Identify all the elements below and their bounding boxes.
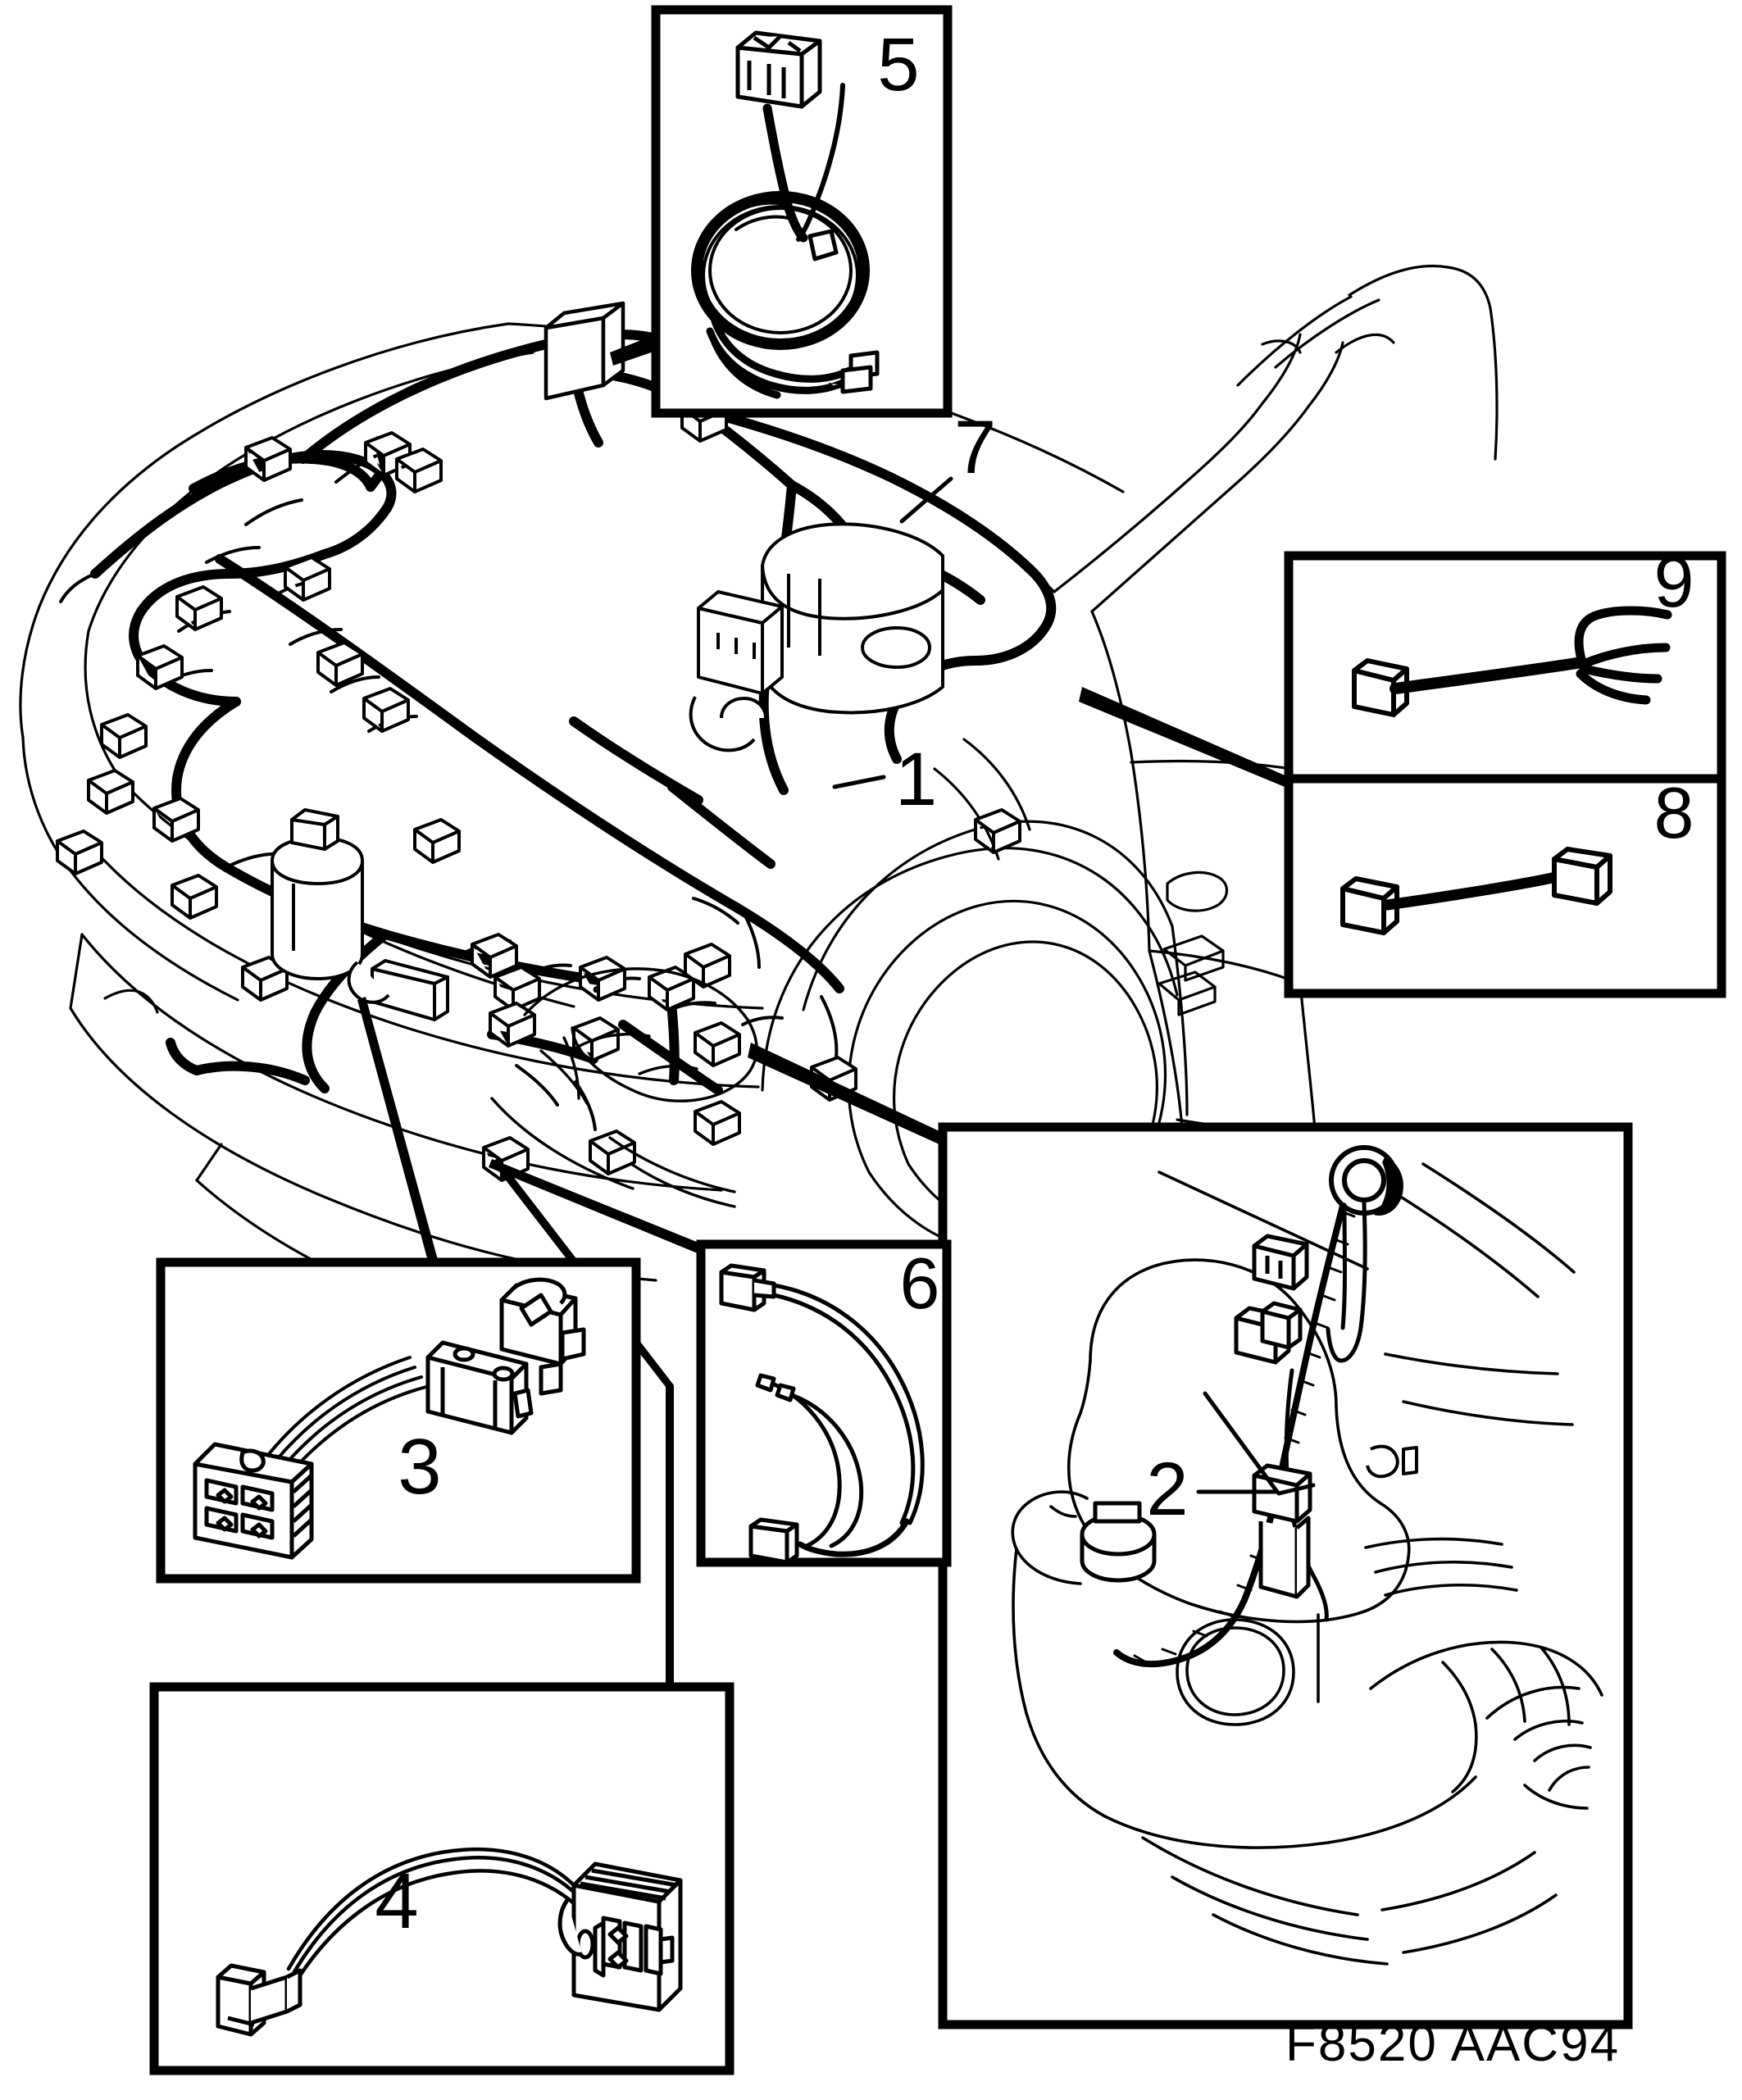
panel-6-connector-top <box>719 1263 776 1312</box>
panel-6-terminal-b <box>755 1373 776 1393</box>
ignition-coil-module <box>689 590 784 752</box>
panel-4-plug-left <box>216 1963 302 2037</box>
panel-8-lead <box>1381 871 1562 911</box>
panel-5-number: 5 <box>877 23 919 107</box>
panel-8-connector-right <box>1552 847 1612 906</box>
panel-9-connector <box>1352 658 1409 717</box>
panel-2-number: 2 <box>1146 1448 1188 1531</box>
panel-4-connector-right <box>557 1861 683 2012</box>
brake-fluid-reservoir <box>761 522 944 715</box>
panel-5-thin-lead <box>796 83 845 242</box>
panel-5-coil-detail <box>702 201 859 346</box>
engine-lower-cluster <box>490 967 758 1208</box>
panel-5-harness-clip <box>807 229 839 261</box>
panel-6-connector-bottom <box>748 1517 799 1565</box>
panel-9-number: 9 <box>1654 541 1694 622</box>
panel-2-tab <box>1366 1444 1418 1479</box>
panel-2-slack-loop <box>1326 1201 1367 1363</box>
panel-2-sleeve-ribs <box>1133 1210 1356 1664</box>
panel-2-connector-upper <box>1252 1234 1309 1291</box>
panel-9-branch-wires <box>1574 606 1672 705</box>
panel-6-inner-cable-a <box>785 1391 864 1548</box>
leader-to-panel-5 <box>610 334 656 366</box>
callout-number-1: 1 <box>895 738 938 821</box>
leader-to-panel-8-9 <box>1079 687 1289 789</box>
leader-callout-1 <box>832 775 886 789</box>
figure-code: F8520 AAC94 <box>1285 2016 1621 2072</box>
panel-9-main-lead <box>1390 657 1588 694</box>
panel-8-number: 8 <box>1654 772 1694 853</box>
panel-3-number: 3 <box>398 1423 441 1511</box>
panel-5-relay-box <box>735 30 822 109</box>
leader-to-panel-2 <box>748 1043 943 1146</box>
leader-to-panel-3 <box>357 997 439 1267</box>
panel-2-connector-barrel <box>1260 1301 1303 1350</box>
panel-2-callout-leader <box>1196 1391 1316 1496</box>
vacuum-canister <box>347 959 449 1021</box>
panel-6-inner-cable-b <box>766 1380 842 1548</box>
callout-number-7: 7 <box>954 406 997 489</box>
panel-2-connector-lower <box>1252 1463 1312 1599</box>
panel-4-number: 4 <box>375 1857 418 1945</box>
panel-5-tails <box>706 317 853 399</box>
panel-6-number: 6 <box>900 1243 940 1324</box>
panel-2-mount-bolt <box>1080 1501 1157 1583</box>
panel-5-terminals <box>826 350 880 394</box>
washer-bottle <box>271 808 364 980</box>
panel-2-grommet <box>1329 1145 1399 1216</box>
panel-2-grommet-shadow <box>1374 1156 1403 1216</box>
panel-6-outer-cable-lower <box>797 1518 910 1557</box>
relay-box <box>544 301 625 401</box>
panel-6-terminal-a <box>775 1383 796 1402</box>
panel-3-block-connector <box>193 1442 314 1560</box>
panel-3-socket-housing <box>425 1277 586 1435</box>
leader-callout-7 <box>899 476 953 524</box>
leader-to-panel-6 <box>489 1159 707 1256</box>
panel-4-cable <box>283 1847 591 2002</box>
leader-lines <box>357 334 1289 1687</box>
panel-6-outer-cable <box>771 1283 925 1525</box>
